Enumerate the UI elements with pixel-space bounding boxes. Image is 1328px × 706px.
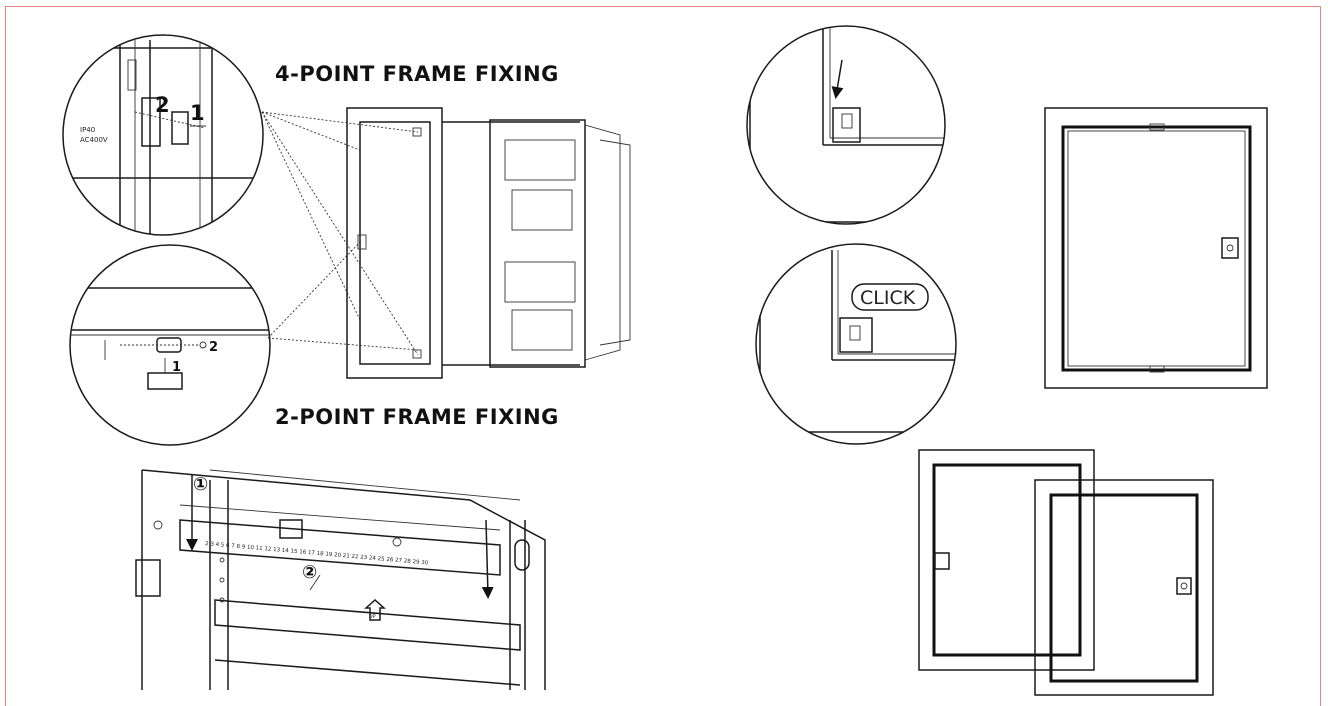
detail-circle-2-point: 2 1 bbox=[69, 244, 271, 446]
detail-circle-click: CLICK bbox=[755, 243, 957, 445]
leader-lines bbox=[261, 111, 419, 356]
rail-step-1-label: ① bbox=[193, 474, 208, 495]
click-label: CLICK bbox=[860, 287, 916, 309]
detail-circle-4-point: 2 1 IP40 AC400V bbox=[62, 34, 264, 236]
up-label: UP bbox=[369, 614, 376, 620]
frame-with-enclosure bbox=[346, 107, 631, 379]
detail-circle-clip bbox=[746, 25, 946, 225]
ip-rating-label: IP40 bbox=[80, 126, 95, 134]
page-border bbox=[5, 6, 1321, 706]
rail-step-2-label: ② bbox=[302, 562, 317, 583]
step-2-label: 2 bbox=[155, 93, 170, 117]
step-1-label: 1 bbox=[172, 360, 181, 375]
frame-closed bbox=[1044, 107, 1268, 389]
voltage-rating-label: AC400V bbox=[80, 136, 108, 144]
click-badge bbox=[851, 283, 929, 311]
terminal-rail-view: ① ② 2 3 4 5 6 7 8 9 10 11 12 13 14 15 16… bbox=[135, 469, 546, 690]
step-1-label: 1 bbox=[190, 101, 205, 125]
step-2-label: 2 bbox=[209, 340, 218, 355]
heading-2-point-frame-fixing: 2-POINT FRAME FIXING bbox=[275, 405, 559, 429]
door-panels bbox=[918, 449, 1214, 696]
heading-4-point-frame-fixing: 4-POINT FRAME FIXING bbox=[275, 62, 559, 86]
